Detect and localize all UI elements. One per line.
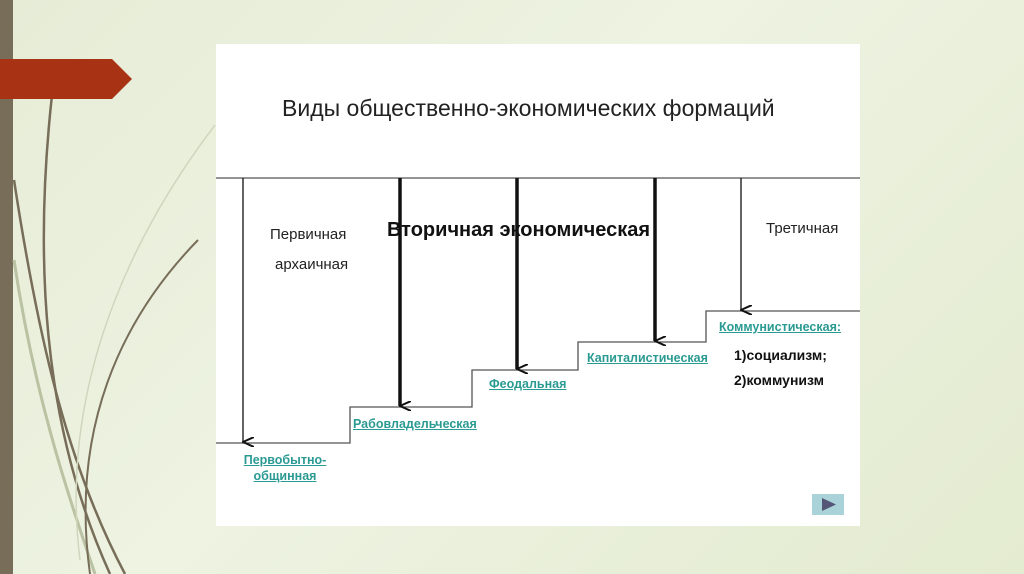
title-tag-arrow (0, 59, 132, 99)
link-communist[interactable]: Коммунистическая: (719, 320, 842, 334)
link-feudal[interactable]: Феодальная (489, 377, 567, 391)
label-tertiary: Третичная (766, 220, 839, 237)
next-slide-button[interactable] (812, 494, 844, 515)
slide-content (216, 44, 860, 526)
link-primitive-line1: Первобытно- (243, 453, 327, 467)
link-capitalist[interactable]: Капиталистическая (587, 351, 708, 365)
link-primitive[interactable]: Первобытно- общинная (238, 452, 332, 484)
slide-title: Виды общественно-экономических формаций (282, 95, 775, 121)
decorative-curves (12, 94, 216, 574)
phase-communism: 2)коммунизм (734, 372, 824, 388)
label-primary: Первичная (270, 226, 347, 243)
sidebar-bar (0, 0, 13, 574)
phase-socialism: 1)социализм; (734, 347, 827, 363)
play-next-icon (822, 498, 836, 511)
link-primitive-line2: общинная (253, 469, 317, 483)
link-slave[interactable]: Рабовладельческая (353, 417, 477, 431)
label-archaic: архаичная (275, 256, 349, 273)
label-secondary: Вторичная экономическая (387, 219, 651, 241)
